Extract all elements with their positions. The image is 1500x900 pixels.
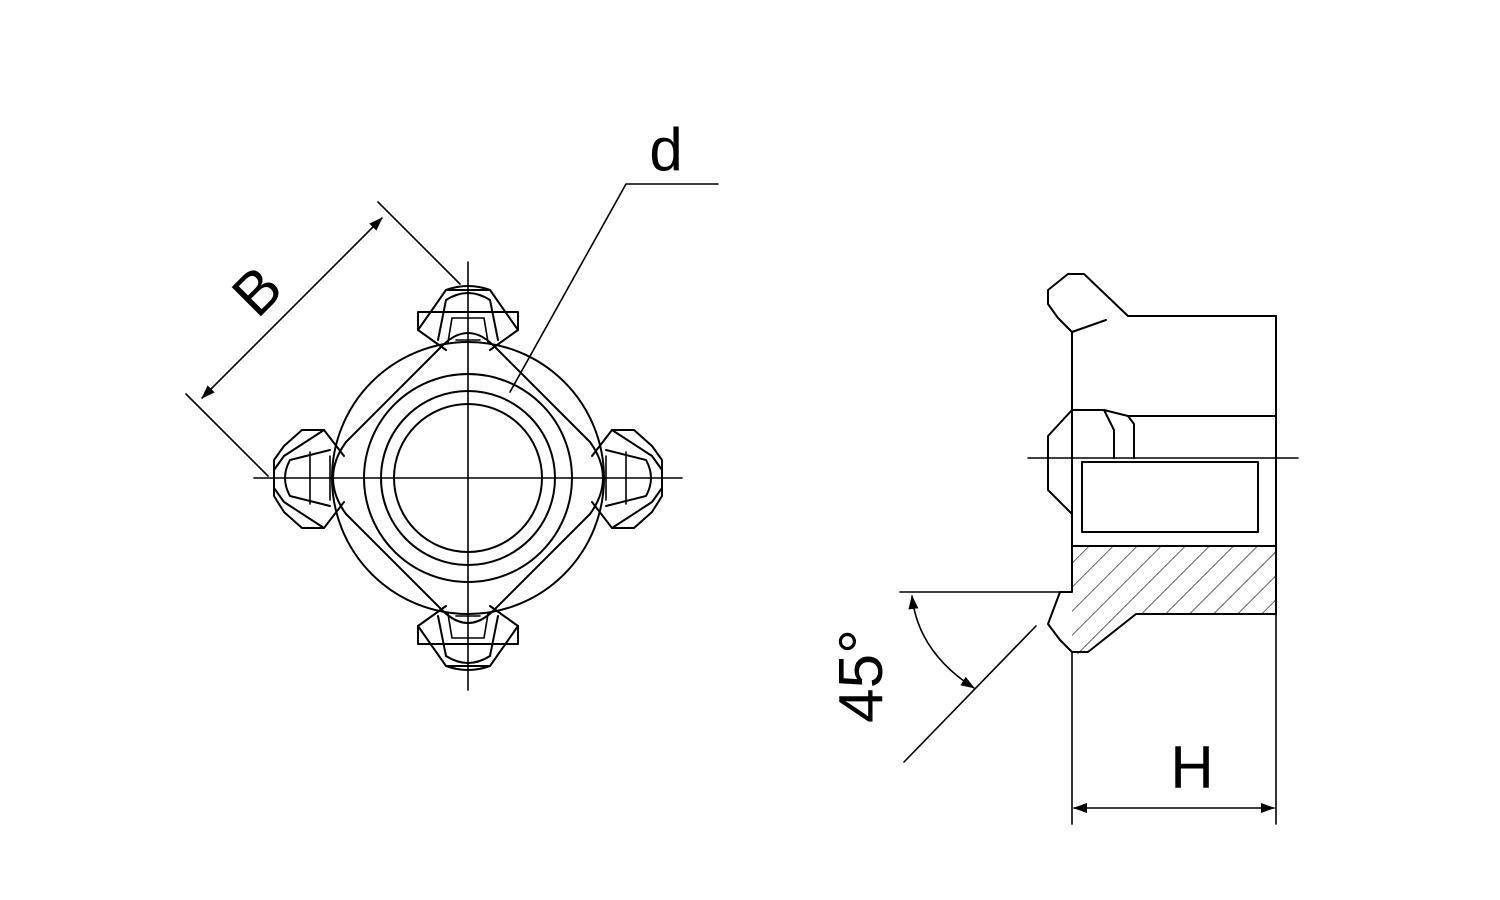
side-projection-top — [1047, 273, 1129, 411]
dimension-angle: 45° — [827, 591, 1061, 763]
dimension-b: B — [185, 201, 461, 477]
thread-bore-rect — [1081, 461, 1259, 533]
dimension-d: d — [509, 116, 719, 393]
dimension-angle-label: 45° — [827, 629, 896, 723]
section-hatch — [1072, 546, 1276, 654]
dimension-h-label: H — [1170, 734, 1213, 801]
dimension-d-label: d — [649, 116, 682, 183]
side-view: H 45° — [827, 273, 1299, 825]
side-bore — [1047, 409, 1277, 547]
dimension-h: H — [1071, 613, 1277, 825]
front-view: B d — [185, 116, 719, 691]
weld-projection-left — [273, 429, 345, 529]
